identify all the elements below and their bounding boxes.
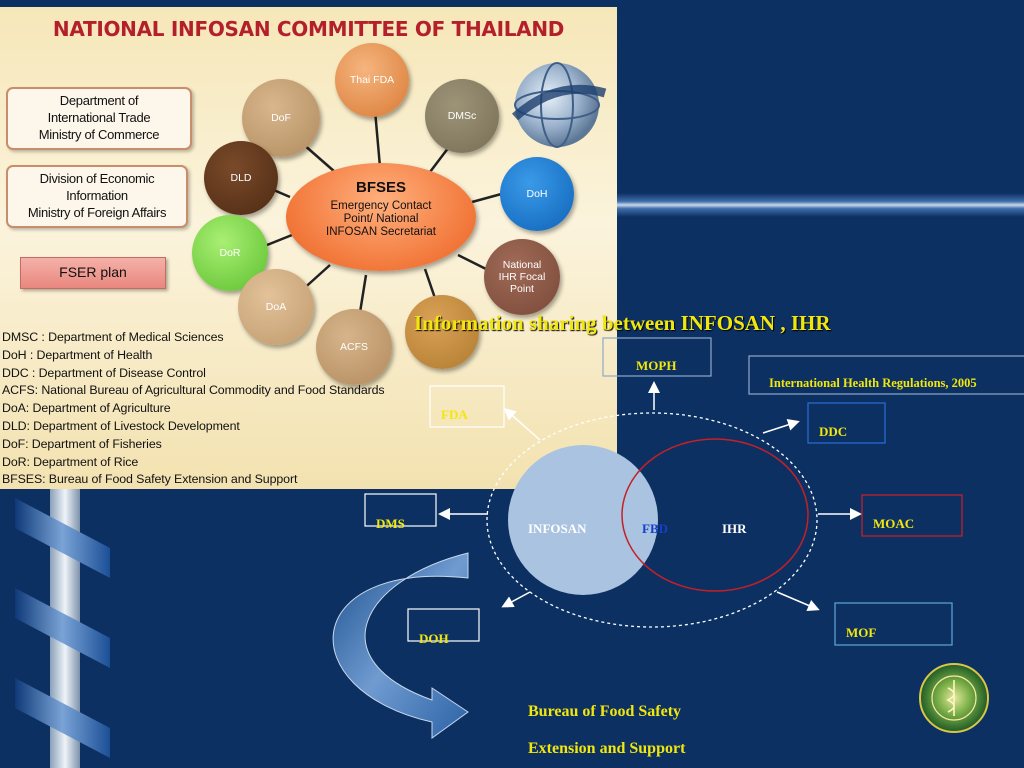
ihr-label: IHR — [722, 521, 747, 536]
abbreviation-list: DMSC : Department of Medical Sciences Do… — [2, 329, 432, 489]
abbreviation-line: ACFS: National Bureau of Agricultural Co… — [2, 383, 385, 398]
box-line: Information — [66, 188, 128, 203]
fda-label: FDA — [441, 407, 468, 422]
division-economic-information-box: Division of Economic Information Ministr… — [6, 165, 188, 228]
moph-box-frame — [602, 337, 712, 377]
arrow-to-ddc — [762, 419, 800, 434]
helix-decoration — [15, 488, 110, 768]
abbreviation-line: DoR: Department of Rice — [2, 454, 139, 469]
dept-international-trade-box: Department of International Trade Minist… — [6, 87, 192, 150]
node-line: Point — [510, 283, 534, 295]
bureau-line-2: Extension and Support — [528, 740, 686, 757]
hub-line: INFOSAN Secretariat — [326, 226, 436, 238]
abbreviation-line: DMSC : Department of Medical Sciences — [2, 330, 224, 344]
moac-label: MOAC — [873, 516, 915, 531]
abbreviation-line: BFSES: Bureau of Food Safety Extension a… — [2, 472, 298, 487]
mof-box-frame — [834, 602, 953, 646]
doh-box-frame — [407, 608, 480, 642]
node-line: National — [502, 259, 542, 271]
decorative-band — [560, 193, 1024, 217]
box-line: Department of — [59, 93, 139, 108]
node-thai-fda: Thai FDA — [335, 43, 409, 117]
diagram-title: Information sharing between INFOSAN , IH… — [414, 311, 831, 335]
fbd-label: FBD — [642, 521, 668, 536]
box-line: Ministry of Foreign Affairs — [27, 205, 167, 220]
node-dor: DoR — [192, 215, 268, 291]
doh-label: DOH — [419, 631, 449, 646]
node-doh: DoH — [500, 157, 574, 231]
abbreviation-line: DDC : Department of Disease Control — [2, 365, 206, 380]
hub-title: BFSES — [355, 179, 406, 196]
moph-label: MOPH — [636, 358, 677, 373]
arrow-to-fda — [503, 408, 541, 441]
arrow-to-mof — [776, 591, 820, 612]
dms-label: DMS — [376, 516, 405, 531]
infosan-globe-logo — [511, 62, 607, 148]
abbreviation-line: DoF: Department of Fisheries — [2, 436, 162, 451]
bureau-line-1: Bureau of Food Safety — [528, 703, 682, 720]
fser-plan-box: FSER plan — [20, 257, 166, 289]
abbreviation-line: DoH : Department of Health — [2, 347, 153, 362]
fda-box-frame — [429, 385, 505, 428]
hub-bfses: BFSES Emergency Contact Point/ National … — [286, 163, 476, 271]
infosan-circle — [508, 445, 658, 595]
abbreviation-line: DoA: Department of Agriculture — [2, 401, 171, 416]
node-line: IHR Focal — [498, 271, 546, 283]
ihr-regulations-frame — [748, 355, 1024, 395]
abbreviation-line: DLD: Department of Livestock Development — [2, 418, 240, 433]
box-line: Division of Economic — [39, 171, 155, 186]
box-line: Ministry of Commerce — [38, 127, 160, 142]
hub-line: Emergency Contact — [330, 200, 432, 212]
node-doa: DoA — [238, 269, 314, 345]
node-blank — [405, 295, 479, 369]
node-acfs: ACFS — [316, 309, 392, 385]
arrow-to-doh — [501, 591, 531, 608]
curved-arrow-icon — [332, 552, 469, 739]
box-line: International Trade — [47, 110, 151, 125]
infosan-committee-panel: NATIONAL INFOSAN COMMITTEE OF THAILAND D… — [0, 7, 617, 489]
node-national-ihr-focal-point: National IHR Focal Point — [484, 239, 560, 315]
outer-dashed-ellipse — [486, 412, 818, 628]
ihr-circle — [621, 438, 809, 592]
hub-line: Point/ National — [343, 213, 419, 225]
ihr-regulations-label: International Health Regulations, 2005 — [769, 376, 977, 390]
mof-label: MOF — [846, 625, 877, 640]
node-dmsc: DMSc — [425, 79, 499, 153]
ddc-box-frame — [807, 402, 886, 444]
infosan-label: INFOSAN — [528, 521, 587, 536]
moac-box-frame — [861, 494, 963, 537]
node-dld: DLD — [204, 141, 278, 215]
dms-box-frame — [364, 493, 437, 527]
ministry-seal-logo — [919, 663, 989, 733]
panel-title: NATIONAL INFOSAN COMMITTEE OF THAILAND — [52, 17, 565, 41]
ddc-label: DDC — [819, 424, 848, 439]
